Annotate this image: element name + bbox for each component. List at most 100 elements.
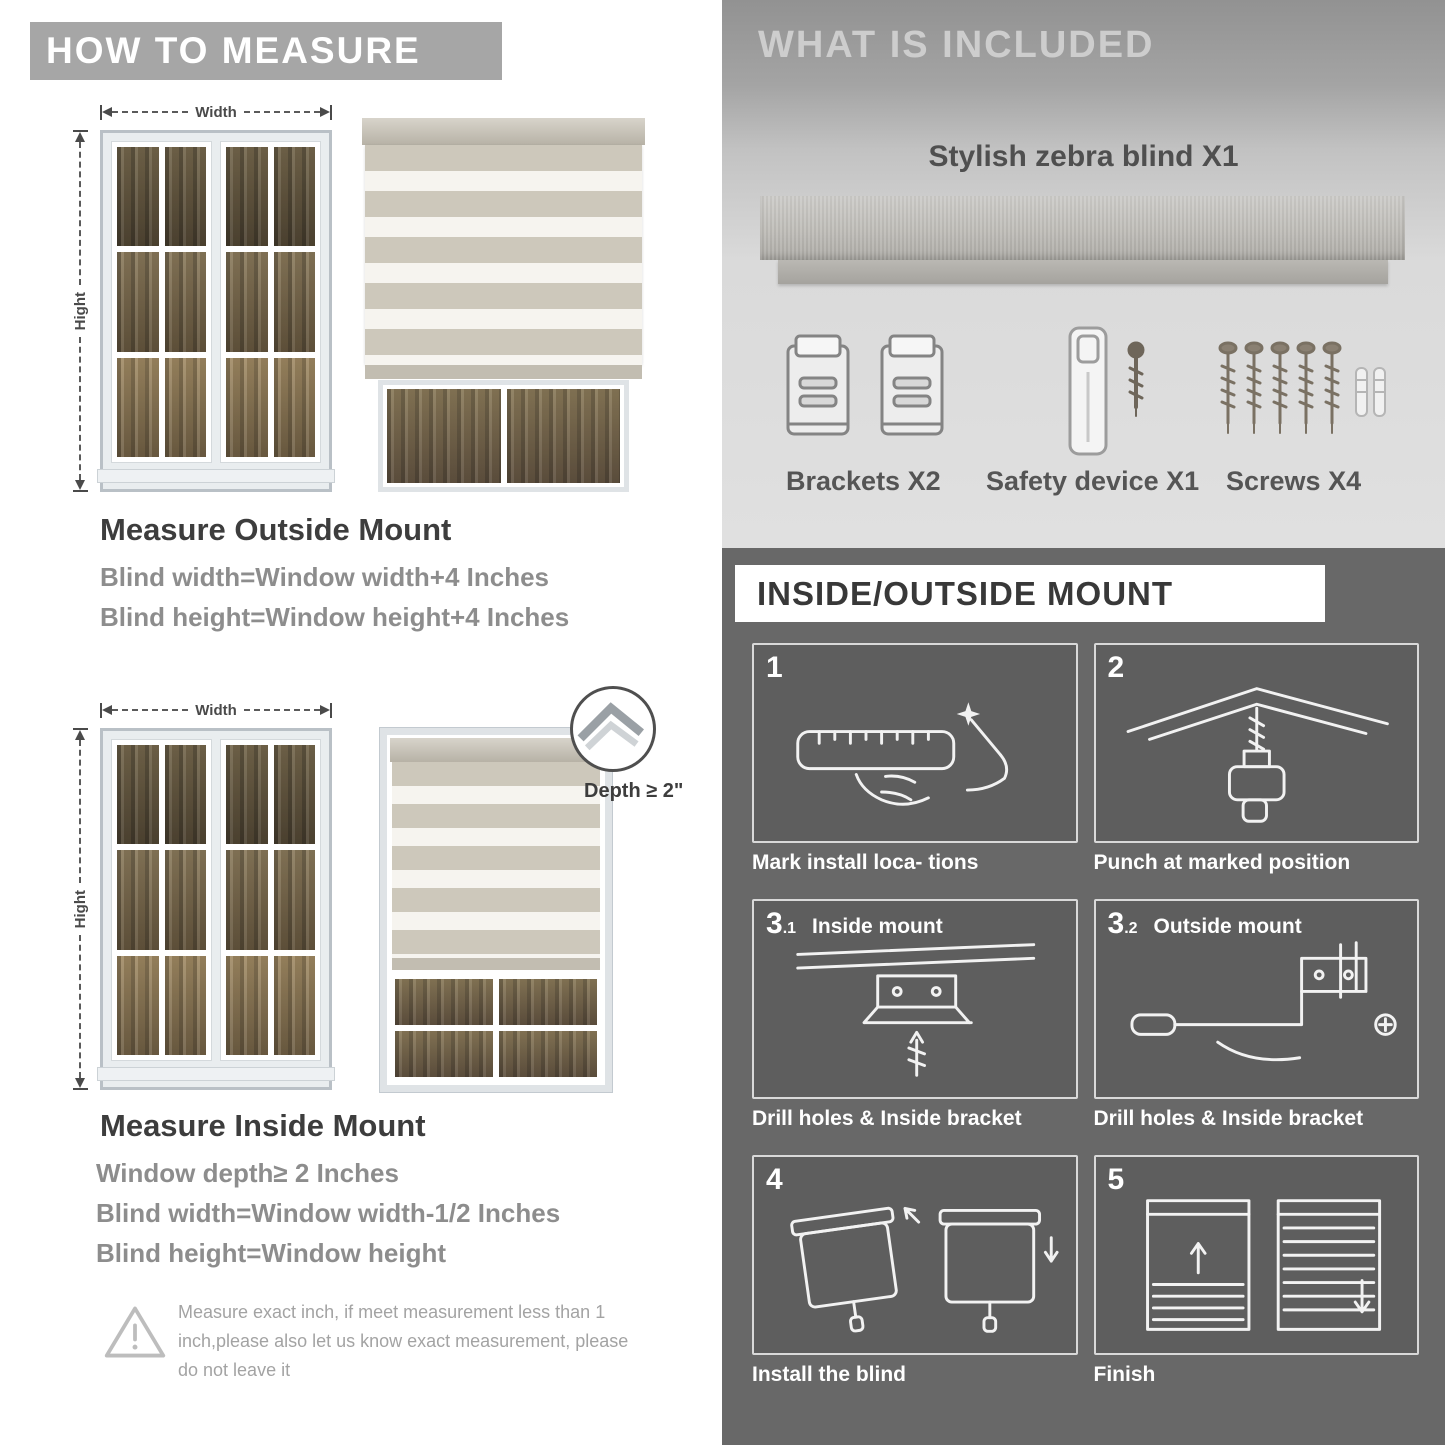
install-blind-illustration [790,1206,1059,1333]
window-pane [395,1031,493,1077]
window-pane [117,252,159,352]
dimension-tick [72,728,88,730]
step-number: 1 [766,651,783,684]
dimension-tick [72,130,88,132]
blind-stripes [365,145,642,365]
arrowhead-down-icon [75,1078,85,1089]
window-pane [117,147,159,247]
step-4-header: 4 [766,1163,783,1197]
width-label: Width [195,701,237,719]
width-dimension-inside: Width [100,701,333,719]
step-5-caption: Finish [1093,1363,1156,1386]
dimension-dash [79,337,81,481]
window-pane [164,955,206,1055]
blind-stripes [392,762,600,958]
inside-mount-depth-rule: Window depth≥ 2 Inches [96,1158,399,1188]
step-number: 2 [1107,651,1125,684]
height-dimension-inside: Hight [70,728,90,1091]
step-4-card: 4 [752,1155,1078,1355]
steps-grid: 1 [752,643,1419,1387]
window-sash [111,739,212,1061]
step-number: 5 [1107,1163,1125,1196]
outside-bracket-illustration [1129,941,1397,1062]
dimension-dash [243,709,321,711]
step-3-2-header: 3 .2 Outside mount [1108,907,1302,941]
step-subtitle: Outside mount [1153,915,1302,938]
window-pane [226,850,268,950]
window-panes [387,389,620,483]
what-is-included-header: WHAT IS INCLUDED [758,24,1155,66]
finish-illustration [1145,1199,1381,1331]
blind-bottom-rail [392,958,600,970]
step-number: 3 [766,907,783,940]
brackets-icon [780,330,950,455]
step-2-caption: Punch at marked position [1093,851,1351,874]
window-pane [164,252,206,352]
window-pane [164,357,206,457]
width-label: Width [195,103,237,121]
outside-mount-title: Measure Outside Mount [100,512,452,547]
step-subnumber: .1 [782,920,797,937]
window-pane [226,147,268,247]
blind-bottom-rail [365,365,642,379]
window-sill [97,1067,335,1081]
step-1-card: 1 [752,643,1078,843]
outside-mount-formula-width: Blind width=Window width+4 Inches [100,562,549,592]
depth-detail-magnifier-icon [570,686,656,772]
window-pane [117,745,159,845]
step-5-header: 5 [1108,1163,1125,1197]
how-to-measure-section: HOW TO MEASURE Width Hight [0,0,712,1445]
step-1: 1 [752,643,1078,875]
step-subtitle: Inside mount [812,915,943,938]
screws-icon [1214,336,1394,461]
dimension-tick [330,104,333,120]
step-subnumber: .2 [1124,920,1138,937]
dimension-dash [79,935,81,1079]
screws-label: Screws X4 [1226,466,1362,496]
window-pane [226,745,268,845]
step-4: 4 [752,1155,1078,1387]
step-number: 3 [1107,907,1125,940]
step-3-1: 3 .1 Inside mount [752,899,1078,1131]
window-pane [506,389,620,483]
inside-mount-formula-width: Blind width=Window width-1/2 Inches [96,1198,561,1228]
how-to-measure-header: HOW TO MEASURE [30,22,502,80]
window-sash [111,141,212,463]
height-label: Hight [71,889,89,929]
dimension-dash [79,740,81,883]
frame-corner-zoom [577,702,644,751]
blind-cassette [362,118,645,145]
right-column: WHAT IS INCLUDED Stylish zebra blind X1 [722,0,1445,1445]
window-illustration-inside [97,728,335,1090]
mount-instructions-section: INSIDE/OUTSIDE MOUNT 1 [722,548,1445,1445]
window-behind-blind [378,380,629,492]
dimension-dash [79,142,81,285]
dimension-dash [112,709,189,711]
window-pane [273,147,315,247]
step-5-card: 5 [1093,1155,1419,1355]
step-2: 2 [1093,643,1419,875]
dimension-tick [72,490,88,493]
arrowhead-up-icon [75,132,85,142]
window-pane [395,979,493,1025]
warning-triangle-icon [102,1302,168,1362]
inside-mount-title: Measure Inside Mount [100,1108,426,1143]
arrowhead-left-icon [102,107,112,117]
outside-mount-formula-height: Blind height=Window height+4 Inches [100,602,570,632]
dimension-dash [243,111,321,113]
window-pane [499,1031,597,1077]
zebra-blind-inside-illustration [380,728,612,1092]
dimension-tick [100,702,102,718]
product-name: Stylish zebra blind X1 [928,140,1239,173]
step-1-caption: Mark install loca- tions [752,851,979,874]
inside-bracket-illustration [796,943,1036,1077]
window-panes [392,976,600,1080]
window-pane [117,850,159,950]
window-pane [499,979,597,1025]
window-sashes [111,141,321,463]
arrowhead-down-icon [75,480,85,491]
window-pane [226,357,268,457]
what-is-included-section: WHAT IS INCLUDED Stylish zebra blind X1 [722,0,1445,548]
mount-section-header: INSIDE/OUTSIDE MOUNT [735,565,1325,622]
window-pane [273,252,315,352]
